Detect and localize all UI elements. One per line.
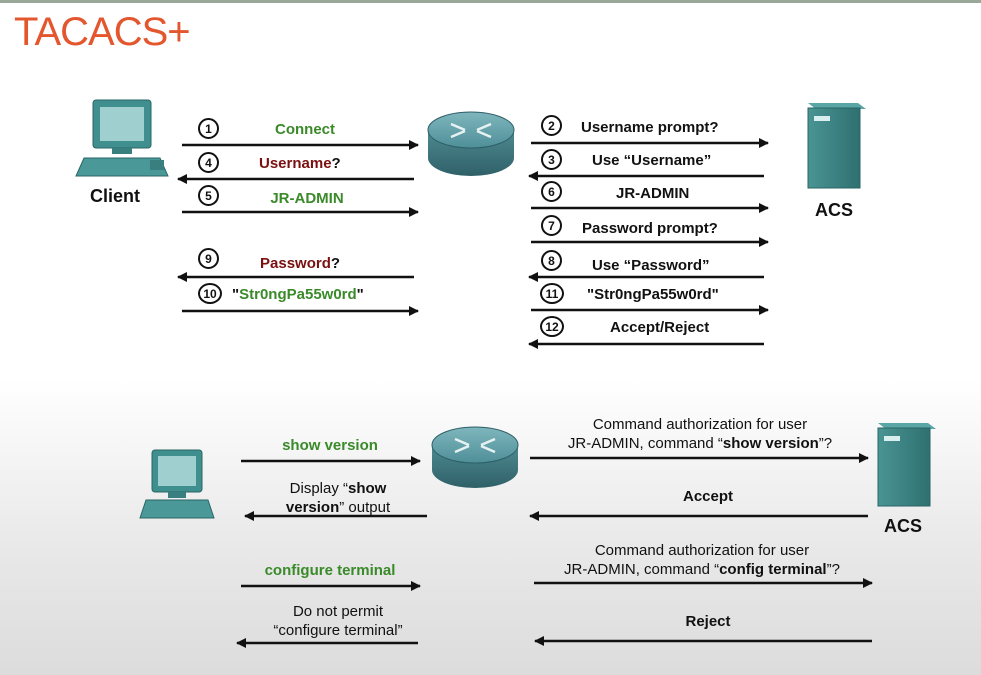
label-auth-config-terminal: Command authorization for user JR-ADMIN,… — [564, 542, 840, 578]
step-label-password-prompt: Password prompt? — [582, 220, 718, 237]
router-bottom-icon — [431, 426, 519, 488]
step-badge: 10 — [198, 283, 222, 304]
label-reject: Reject — [685, 613, 731, 630]
label-auth-show-version: Command authorization for user JR-ADMIN,… — [567, 416, 833, 452]
step-badge: 12 — [540, 316, 564, 337]
label-accept: Accept — [682, 488, 734, 505]
step-badge: 7 — [541, 215, 562, 236]
step-label-connect: Connect — [275, 121, 335, 138]
step-label-password-value: "Str0ngPa55w0rd" — [232, 286, 364, 303]
step-badge: 4 — [198, 152, 219, 173]
step-badge: 2 — [541, 115, 562, 136]
step-label-username-prompt: Username prompt? — [581, 119, 719, 136]
step-label-jradmin: JR-ADMIN — [270, 190, 344, 207]
client-pc-bottom-icon — [139, 449, 215, 519]
step-label-password: Password? — [260, 255, 341, 272]
step-badge: 11 — [540, 283, 564, 304]
client-label: Client — [90, 186, 141, 206]
step-label-use-password: Use “Password” — [592, 257, 710, 274]
label-display-output: Display “show version” output — [285, 480, 391, 516]
step-badge: 3 — [541, 149, 562, 170]
step-badge: 1 — [198, 118, 219, 139]
step-label-password-acs: "Str0ngPa55w0rd" — [587, 286, 719, 303]
step-label-jradmin-acs: JR-ADMIN — [616, 185, 690, 202]
step-badge: 6 — [541, 181, 562, 202]
acs-bottom-label: ACS — [884, 516, 923, 536]
router-icon — [427, 111, 515, 176]
label-configure-terminal: configure terminal — [264, 562, 396, 579]
top-rule — [0, 0, 981, 3]
acs-label: ACS — [815, 200, 854, 220]
acs-server-bottom-icon — [877, 423, 936, 507]
step-label-accept-reject: Accept/Reject — [610, 319, 710, 336]
acs-server-icon — [807, 103, 866, 189]
label-show-version: show version — [282, 437, 378, 454]
client-pc-icon — [75, 99, 169, 177]
step-badge: 9 — [198, 248, 219, 269]
step-badge: 8 — [541, 250, 562, 271]
step-badge: 5 — [198, 185, 219, 206]
step-label-use-username: Use “Username” — [592, 152, 712, 169]
slide-title: TACACS+ — [14, 10, 191, 54]
step-label-username: Username? — [259, 155, 341, 172]
label-do-not-permit: Do not permit “configure terminal” — [273, 603, 403, 639]
